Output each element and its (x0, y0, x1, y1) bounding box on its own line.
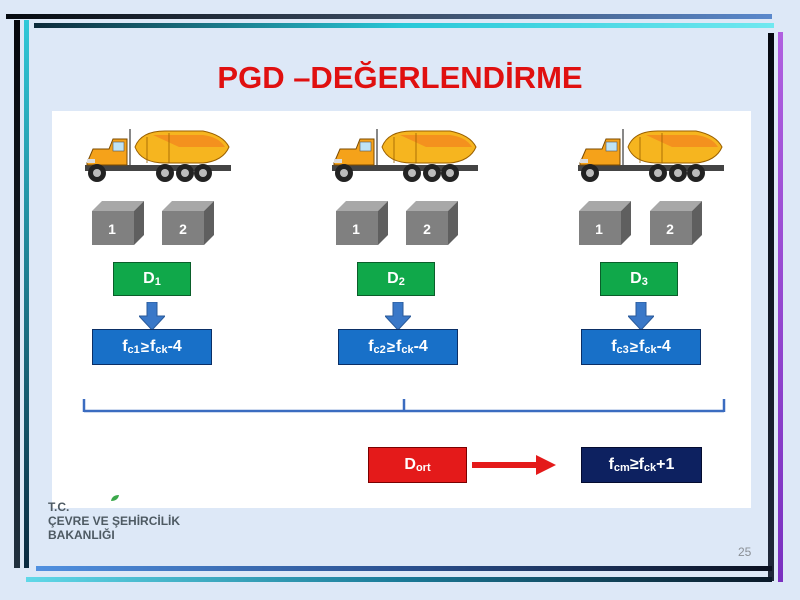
truck-mixer-icon (332, 129, 478, 182)
geq-symbol: ≥ (386, 338, 395, 356)
page-number: 25 (738, 545, 752, 559)
down-arrow-icon (628, 302, 654, 330)
f-symbol: f (639, 338, 645, 355)
f-subscript: cm (613, 462, 630, 474)
d-label: D (630, 270, 642, 287)
concrete-cube-icon (92, 201, 144, 245)
d-label: D (387, 270, 399, 287)
f-tail: -4 (167, 338, 182, 355)
f-symbol: f (608, 456, 614, 473)
frame-top-bar-cyan (34, 23, 774, 28)
frame-right-bar-dark (768, 33, 774, 581)
concrete-cube-icon (650, 201, 702, 245)
d-subscript: 2 (398, 276, 405, 288)
f-tail: -4 (413, 338, 428, 355)
frame-left-bar-dark (14, 20, 20, 568)
f-tail: -4 (656, 338, 671, 355)
logo-line-1: T.C. (48, 500, 70, 514)
slide-title: PGD –DEĞERLENDİRME (217, 60, 583, 95)
geq-symbol: ≥ (140, 338, 149, 356)
leaf-icon (111, 495, 119, 501)
cube-label: 2 (423, 221, 431, 237)
d-subscript: ort (415, 462, 431, 474)
f-symbol: f (638, 456, 644, 473)
f-tail: +1 (656, 456, 675, 473)
frame-right-bar-purple (778, 32, 783, 582)
concrete-cube-icon (162, 201, 214, 245)
cube-label: 1 (595, 221, 603, 237)
d-subscript: 3 (641, 276, 648, 288)
f-symbol: f (150, 338, 156, 355)
truck-mixer-icon (85, 129, 231, 182)
down-arrow-icon (385, 302, 411, 330)
logo-line-3: BAKANLIĞI (48, 528, 115, 542)
f-subscript: c1 (127, 344, 140, 356)
frame-bottom-bar-cyan (26, 577, 772, 582)
f-subscript: ck (155, 344, 168, 356)
right-arrow-icon (472, 455, 556, 475)
f-symbol: f (122, 338, 128, 355)
cube-label: 2 (666, 221, 674, 237)
f-symbol: f (611, 338, 617, 355)
concrete-cube-icon (579, 201, 631, 245)
f-symbol: f (396, 338, 402, 355)
f-subscript: ck (644, 344, 657, 356)
logo-line-2: ÇEVRE VE ŞEHİRCİLİK (48, 514, 181, 528)
geq-symbol: ≥ (629, 338, 638, 356)
concrete-cube-icon (406, 201, 458, 245)
cube-label: 1 (352, 221, 360, 237)
grouping-bracket (82, 399, 726, 413)
geq-symbol: ≥ (629, 456, 639, 473)
f-symbol: f (368, 338, 374, 355)
cube-label: 1 (108, 221, 116, 237)
d-subscript: 1 (154, 276, 161, 288)
cube-label: 2 (179, 221, 187, 237)
truck-mixer-icon (578, 129, 724, 182)
frame-top-bar-dark (6, 14, 772, 19)
f-subscript: c2 (373, 344, 386, 356)
f-subscript: c3 (616, 344, 629, 356)
f-subscript: ck (401, 344, 414, 356)
d-label: D (404, 456, 416, 473)
d-label: D (143, 270, 155, 287)
frame-left-bar-cyan (24, 20, 29, 568)
frame-bottom-bar-blue (36, 566, 772, 571)
ministry-logo: T.C. ÇEVRE VE ŞEHİRCİLİK BAKANLIĞI (48, 495, 248, 550)
down-arrow-icon (139, 302, 165, 330)
f-subscript: ck (643, 462, 657, 474)
concrete-cube-icon (336, 201, 388, 245)
